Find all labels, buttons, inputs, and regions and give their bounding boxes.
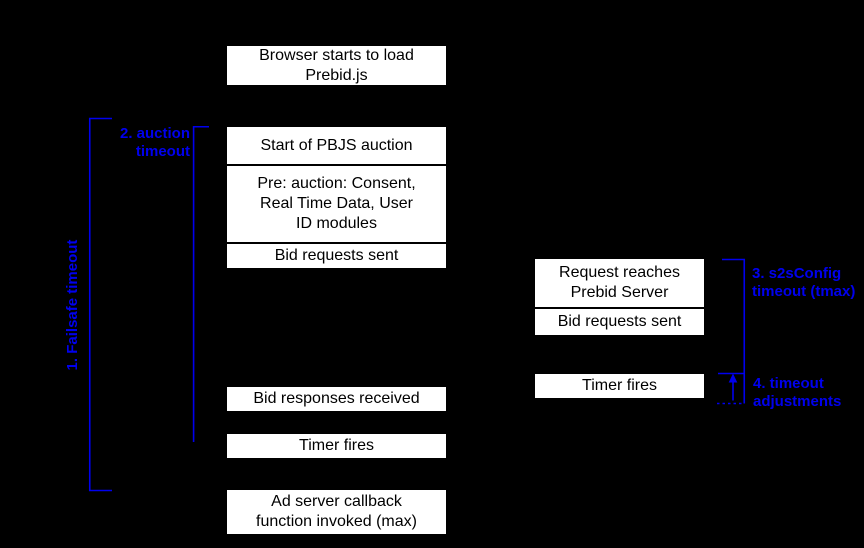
event-box-timer-fires-client: Timer fires [226,433,447,459]
event-box-bid-requests-sent: Bid requests sent [226,243,447,269]
event-box-timer-fires-server: Timer fires [534,373,705,399]
event-box-server-bid-requests-sent: Bid requests sent [534,308,705,336]
timeout-adjustment-arrow-head [728,373,738,383]
label-s2sconfig-timeout: 3. s2sConfig timeout (tmax) [752,265,856,300]
failsafe-timeout-bracket [88,117,112,492]
label-auction-timeout: 2. auction timeout [119,125,190,160]
event-box-request-reaches-server: Request reaches Prebid Server [534,258,705,308]
s2sconfig-timeout-bracket [722,258,746,404]
event-box-bid-responses-received: Bid responses received [226,386,447,412]
label-timeout-adjustments: 4. timeout adjustments [753,375,842,410]
event-box-browser-load: Browser starts to load Prebid.js [226,45,447,86]
event-box-ad-server-callback: Ad server callback function invoked (max… [226,489,447,535]
event-box-pre-auction-modules: Pre: auction: Consent, Real Time Data, U… [226,165,447,243]
event-box-start-auction: Start of PBJS auction [226,126,447,165]
auction-timeout-bracket [192,125,209,442]
label-failsafe-timeout: 1. Failsafe timeout [64,239,81,371]
